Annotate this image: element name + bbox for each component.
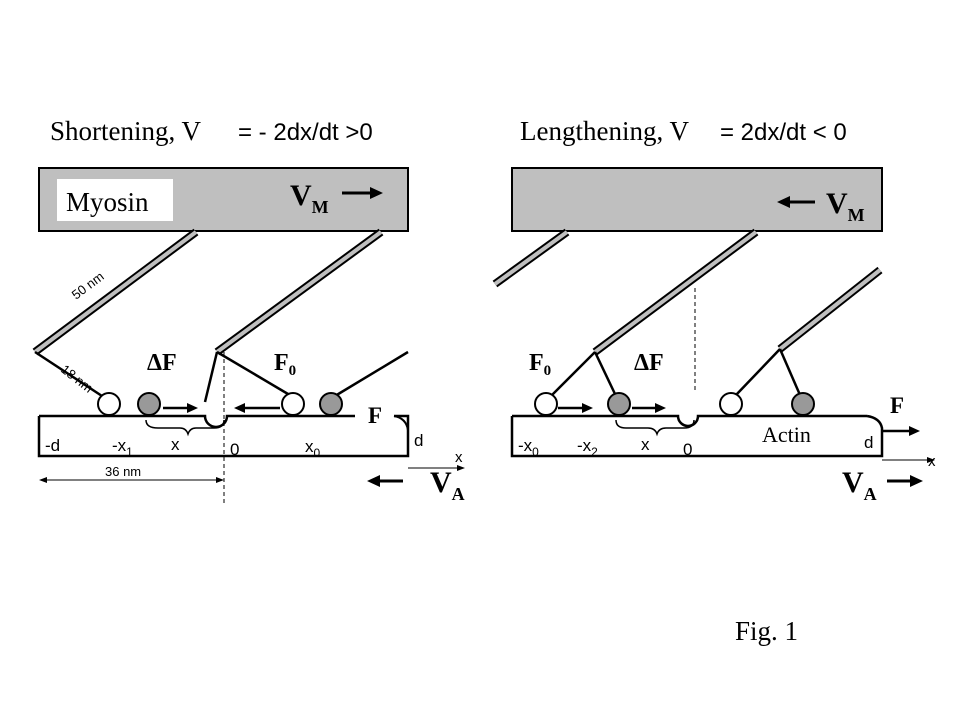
left-title-rest: = - 2dx/dt >0: [238, 119, 373, 146]
right-lever-arm-1-fill: [493, 230, 569, 286]
right-panel: Lengthening, V = 2dx/dt < 0 VM: [492, 116, 936, 504]
right-title-main: Lengthening, V: [520, 116, 689, 146]
left-actin-notch: [393, 415, 409, 431]
left-link-3: [216, 350, 289, 396]
right-link-1: [550, 351, 596, 397]
left-axis-x0: x0: [305, 437, 321, 460]
left-va-arrowhead: [367, 475, 380, 487]
left-link-1: [34, 350, 103, 398]
right-actin-filament: [512, 414, 867, 428]
right-lever-arm-3-fill: [778, 268, 882, 351]
right-head-bound-2: [791, 392, 815, 416]
right-f0-arrowhead: [582, 403, 593, 413]
right-axis-minus-x2: -x2: [577, 436, 598, 459]
right-title-rest: = 2dx/dt < 0: [720, 119, 847, 146]
right-link-4: [778, 348, 802, 396]
left-axis-d: d: [414, 431, 423, 450]
right-head-bound-1: [607, 392, 631, 416]
right-x-axis-label: x: [928, 453, 936, 470]
right-delta-f-arrowhead: [655, 403, 666, 413]
left-f-label: F: [368, 403, 382, 428]
right-actin-end: [510, 414, 884, 458]
figure-label: Fig. 1: [735, 616, 798, 646]
left-head-bound-1: [137, 392, 161, 416]
left-panel: Shortening, V = - 2dx/dt >0 Myosin VM 50…: [32, 116, 465, 506]
left-link-2: [203, 351, 219, 403]
left-f0-label: F0: [274, 350, 296, 379]
right-link-2: [593, 351, 617, 395]
right-link-3: [735, 348, 781, 396]
right-va-label: VA: [842, 466, 877, 504]
left-head-unbound-2: [281, 392, 305, 416]
right-axis-x: x: [641, 435, 650, 454]
right-head-unbound-2: [719, 392, 743, 416]
left-36nm-head-right: [216, 477, 224, 483]
left-axis-minus-d: -d: [45, 436, 60, 455]
right-axis-minus-x0: -x0: [518, 436, 539, 459]
right-f-label: F: [890, 393, 904, 418]
right-x-brace: [615, 419, 695, 437]
left-actin-end: [37, 414, 410, 458]
left-va-label: VA: [430, 466, 465, 504]
right-delta-f-label: ΔF: [634, 350, 664, 376]
left-link-4: [334, 350, 409, 398]
left-x-axis-arrowhead: [457, 465, 465, 471]
left-vm-arrowhead: [370, 187, 383, 199]
left-len-long: 50 nm: [69, 269, 107, 303]
left-36nm-label: 36 nm: [105, 464, 141, 479]
right-vm-label: VM: [826, 187, 865, 225]
right-actin-label: Actin: [762, 422, 811, 447]
left-delta-f-arrowhead: [187, 403, 198, 413]
right-f0-label: F0: [529, 350, 551, 379]
left-delta-f-label: ΔF: [147, 350, 177, 376]
left-head-bound-2: [319, 392, 343, 416]
right-lever-arm-2-fill: [593, 230, 758, 354]
left-title-main: Shortening, V: [50, 116, 202, 146]
left-head-unbound-1: [97, 392, 121, 416]
right-f-arrowhead: [909, 426, 920, 436]
left-36nm-head-left: [39, 477, 47, 483]
right-vm-arrowhead: [777, 196, 790, 208]
right-axis-d: d: [864, 433, 873, 452]
left-lever-arm-1-fill: [33, 230, 198, 354]
left-actin-filament: [39, 414, 355, 429]
right-axis-zero: 0: [683, 440, 692, 459]
left-vm-label: VM: [290, 179, 329, 217]
left-lever-arm-2-fill: [215, 230, 383, 354]
right-va-arrowhead: [910, 475, 923, 487]
left-axis-minus-x1: -x1: [112, 436, 133, 459]
left-x-brace: [145, 419, 225, 437]
right-head-unbound-1: [534, 392, 558, 416]
left-axis-x: x: [171, 435, 180, 454]
right-x-axis-arrowhead: [927, 457, 935, 463]
myosin-label-box: [57, 179, 173, 221]
left-x-axis-label: x: [455, 449, 463, 466]
left-f0-arrowhead: [234, 403, 245, 413]
left-axis-zero: 0: [230, 440, 239, 459]
myosin-label: Myosin: [66, 187, 149, 217]
right-myosin-filament: [511, 167, 883, 232]
